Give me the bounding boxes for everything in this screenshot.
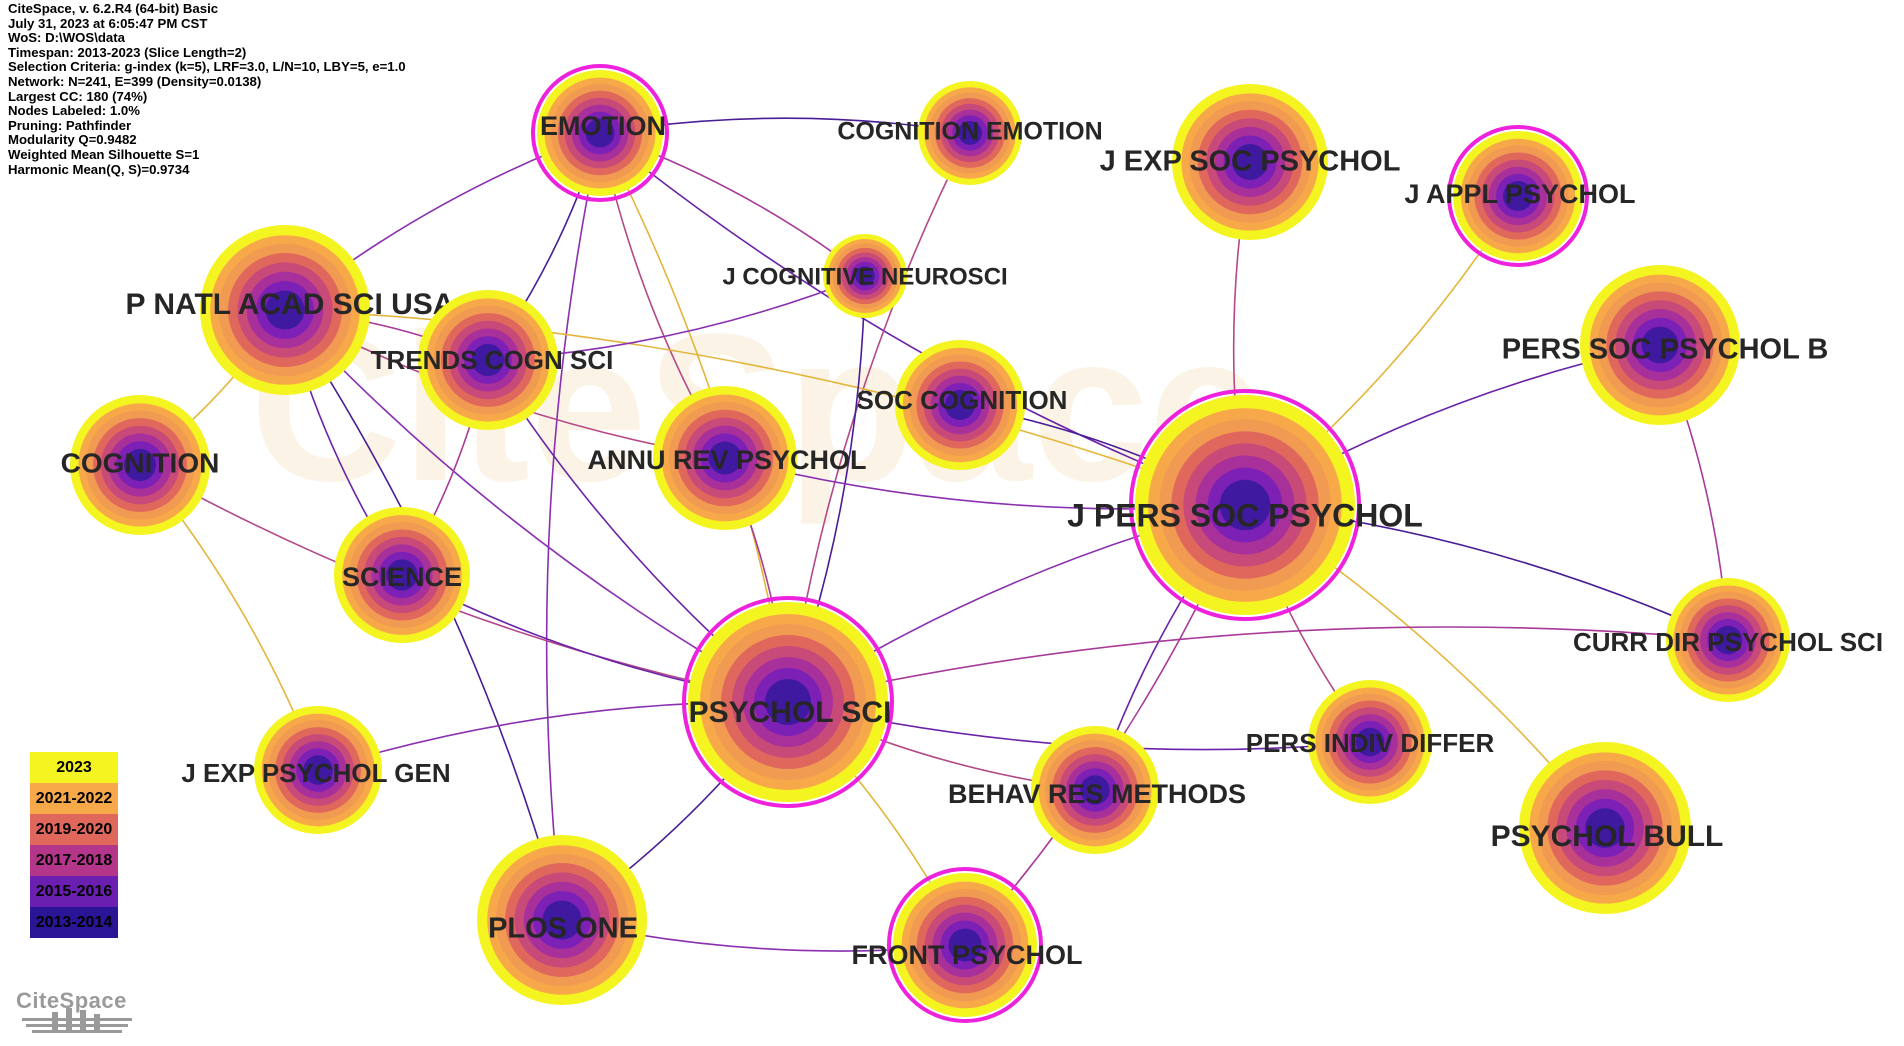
node-ring [1080, 775, 1110, 805]
legend-item: 2017-2018 [30, 845, 118, 876]
info-line: Largest CC: 180 (74%) [8, 88, 148, 104]
node-label: PSYCHOL SCI [689, 696, 892, 729]
info-line: Selection Criteria: g-index (k=5), LRF=3… [8, 59, 406, 75]
info-line: Pruning: Pathfinder [8, 117, 132, 133]
citespace-logo: CiteSpace [12, 982, 142, 1042]
node-label: J APPL PSYCHOL [1404, 179, 1635, 209]
node-ring [1585, 808, 1625, 848]
info-line: Network: N=241, E=399 (Density=0.0138) [8, 73, 262, 89]
info-line: July 31, 2023 at 6:05:47 PM CST [8, 15, 208, 31]
node-ring [1641, 326, 1679, 364]
node-ring [1355, 727, 1385, 757]
node-label: P NATL ACAD SCI USA [126, 288, 455, 321]
legend-item: 2013-2014 [30, 907, 118, 938]
node-ring [765, 679, 811, 725]
edge [284, 309, 1246, 506]
node-ring [708, 441, 742, 475]
burst-ring [531, 64, 669, 202]
info-line: Nodes Labeled: 1.0% [8, 103, 140, 119]
node-ring [471, 343, 505, 377]
info-line: Weighted Mean Silhouette S=1 [8, 146, 200, 162]
node-ring [585, 118, 615, 148]
legend-item: 2021-2022 [30, 783, 118, 814]
node-ring [1503, 181, 1533, 211]
node-ring [1713, 625, 1743, 655]
node-ring [303, 755, 333, 785]
burst-ring [682, 596, 894, 808]
node-tics[interactable]: TRENDS COGN SCI [371, 290, 614, 430]
node-label: FRONT PSYCHOL [851, 940, 1082, 970]
node-label: J COGNITIVE NEUROSCI [722, 263, 1007, 290]
info-line: Modularity Q=0.9482 [8, 132, 137, 148]
legend-item: 2015-2016 [30, 876, 118, 907]
node-label: TRENDS COGN SCI [371, 345, 614, 375]
node-ring [948, 928, 982, 962]
node-science[interactable]: SCIENCE [334, 507, 470, 643]
node-label: PSYCHOL BULL [1491, 820, 1724, 853]
node-jesp[interactable]: J EXP SOC PSYCHOL [1100, 84, 1401, 240]
node-emotion[interactable]: EMOTION [531, 64, 669, 202]
node-jpsp[interactable]: J PERS SOC PSYCHOL [1067, 389, 1423, 621]
edge [787, 626, 1729, 703]
node-label: COGNITION [61, 447, 220, 478]
node-label: BEHAV RES METHODS [948, 779, 1246, 809]
burst-ring [1129, 389, 1361, 621]
node-pnas[interactable]: P NATL ACAD SCI USA [126, 225, 455, 395]
node-ring [958, 121, 982, 145]
edge [545, 132, 601, 921]
node-ring [945, 390, 975, 420]
node-label: CURR DIR PSYCHOL SCI [1573, 627, 1883, 657]
node-pid[interactable]: PERS INDIV DIFFER [1246, 680, 1495, 804]
legend-item: 2023 [30, 752, 118, 783]
node-ring [265, 290, 305, 330]
info-line: WoS: D:\WOS\data [8, 30, 125, 46]
node-jepg[interactable]: J EXP PSYCHOL GEN [181, 706, 451, 834]
node-ring [1232, 144, 1268, 180]
node-label: J EXP SOC PSYCHOL [1100, 146, 1401, 178]
node-pbull[interactable]: PSYCHOL BULL [1491, 742, 1724, 914]
node-label: ANNU REV PSYCHOL [587, 445, 866, 475]
info-line: CiteSpace, v. 6.2.R4 (64-bit) Basic [8, 1, 219, 16]
node-cog_emo[interactable]: COGNITION EMOTION [837, 81, 1103, 185]
burst-ring [887, 867, 1043, 1023]
node-cdps[interactable]: CURR DIR PSYCHOL SCI [1573, 578, 1883, 702]
node-ring [855, 266, 875, 286]
node-label: PERS INDIV DIFFER [1246, 728, 1495, 758]
node-label: SCIENCE [342, 562, 462, 592]
node-psychsci[interactable]: PSYCHOL SCI [682, 596, 894, 808]
node-cognition[interactable]: COGNITION [61, 395, 220, 535]
node-pspb[interactable]: PERS SOC PSYCHOL B [1502, 265, 1829, 425]
node-soccog[interactable]: SOC COGNITION [857, 340, 1068, 470]
node-brm[interactable]: BEHAV RES METHODS [948, 726, 1246, 854]
node-label: SOC COGNITION [857, 385, 1068, 415]
legend-item: 2019-2020 [30, 814, 118, 845]
node-label: PERS SOC PSYCHOL B [1502, 334, 1829, 366]
burst-ring [1447, 125, 1589, 267]
node-ring [386, 559, 418, 591]
node-label: J EXP PSYCHOL GEN [181, 758, 450, 788]
node-ring [1219, 479, 1271, 531]
info-line: Harmonic Mean(Q, S)=0.9734 [8, 161, 190, 177]
node-plos[interactable]: PLOS ONE [477, 835, 647, 1005]
book-icon [22, 1008, 132, 1033]
node-jap[interactable]: J APPL PSYCHOL [1404, 125, 1636, 267]
node-label: J PERS SOC PSYCHOL [1067, 497, 1423, 533]
info-line: Timespan: 2013-2023 (Slice Length=2) [8, 44, 247, 60]
node-ring [123, 448, 157, 482]
node-jcn[interactable]: J COGNITIVE NEUROSCI [722, 234, 1008, 318]
node-label: COGNITION EMOTION [837, 118, 1102, 146]
node-frontpsy[interactable]: FRONT PSYCHOL [851, 867, 1083, 1023]
node-label: EMOTION [540, 111, 666, 141]
node-label: PLOS ONE [488, 913, 638, 945]
node-ring [542, 900, 582, 940]
node-arp[interactable]: ANNU REV PSYCHOL [587, 386, 867, 530]
